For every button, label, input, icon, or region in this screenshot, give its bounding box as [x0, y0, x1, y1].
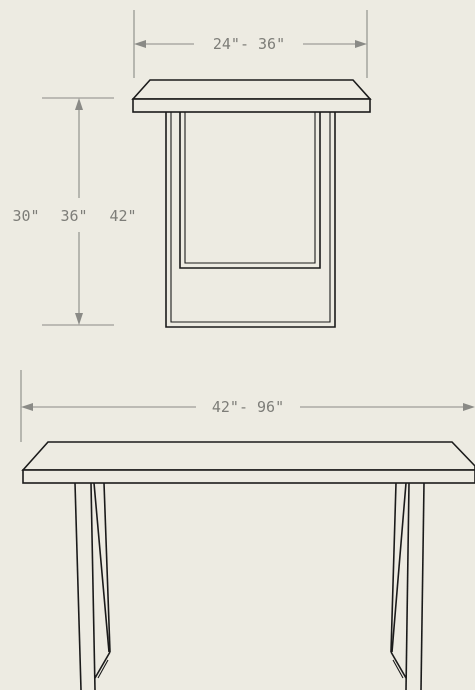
- height-arrow-top: [75, 98, 83, 110]
- length-dimension: 42"- 96": [20, 370, 475, 442]
- front-right-leg: [390, 482, 425, 690]
- depth-dimension: 24"- 36": [133, 10, 368, 78]
- length-arrow-left: [21, 403, 33, 411]
- front-left-leg: [74, 482, 111, 690]
- right-leg-brace-inner: [390, 482, 397, 653]
- side-leg-frame-outer: [165, 112, 336, 328]
- right-leg-outer-edge: [420, 482, 425, 690]
- left-leg-foot-diagonal: [94, 651, 111, 679]
- depth-arrow-right: [355, 40, 367, 48]
- side-tabletop-edge: [132, 98, 371, 113]
- height-label-42: 42": [109, 207, 136, 225]
- left-leg-foot-diagonal-inner: [97, 659, 109, 679]
- height-arrow-bottom: [75, 313, 83, 325]
- side-leg-frame-outer-inner-edge: [170, 112, 331, 323]
- side-leg-frame-inner-inner-edge: [184, 112, 316, 264]
- right-leg-foot-diagonal-inner: [392, 659, 404, 679]
- depth-arrow-left: [134, 40, 146, 48]
- front-tabletop-edge: [22, 469, 475, 484]
- right-leg-inner-edge: [405, 482, 410, 690]
- left-leg-inner-edge: [90, 482, 96, 690]
- right-leg-brace-outer: [391, 482, 407, 653]
- left-leg-outer-edge: [74, 482, 82, 690]
- height-label-36: 36": [60, 207, 87, 225]
- side-leg-frame-inner: [179, 112, 321, 269]
- length-arrow-right: [463, 403, 475, 411]
- depth-label: 24"- 36": [213, 35, 285, 53]
- front-view-table: [21, 441, 475, 690]
- length-label: 42"- 96": [212, 398, 284, 416]
- left-leg-brace-inner: [103, 482, 111, 653]
- side-view-table: [131, 79, 372, 328]
- side-tabletop-top-face: [131, 79, 372, 100]
- left-leg-brace-outer: [93, 482, 110, 653]
- front-tabletop-top-face: [21, 441, 475, 471]
- height-label-30: 30": [12, 207, 39, 225]
- right-leg-foot-diagonal: [390, 651, 407, 679]
- height-dimension: 30" 36" 42": [12, 97, 137, 326]
